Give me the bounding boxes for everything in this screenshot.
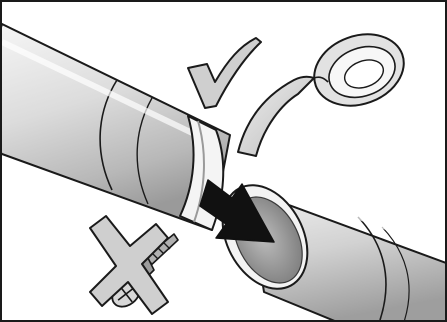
adhesive-tape-roll: [238, 22, 414, 156]
checkmark-icon: [188, 38, 261, 108]
pipe-connection-diagram: [2, 2, 445, 320]
